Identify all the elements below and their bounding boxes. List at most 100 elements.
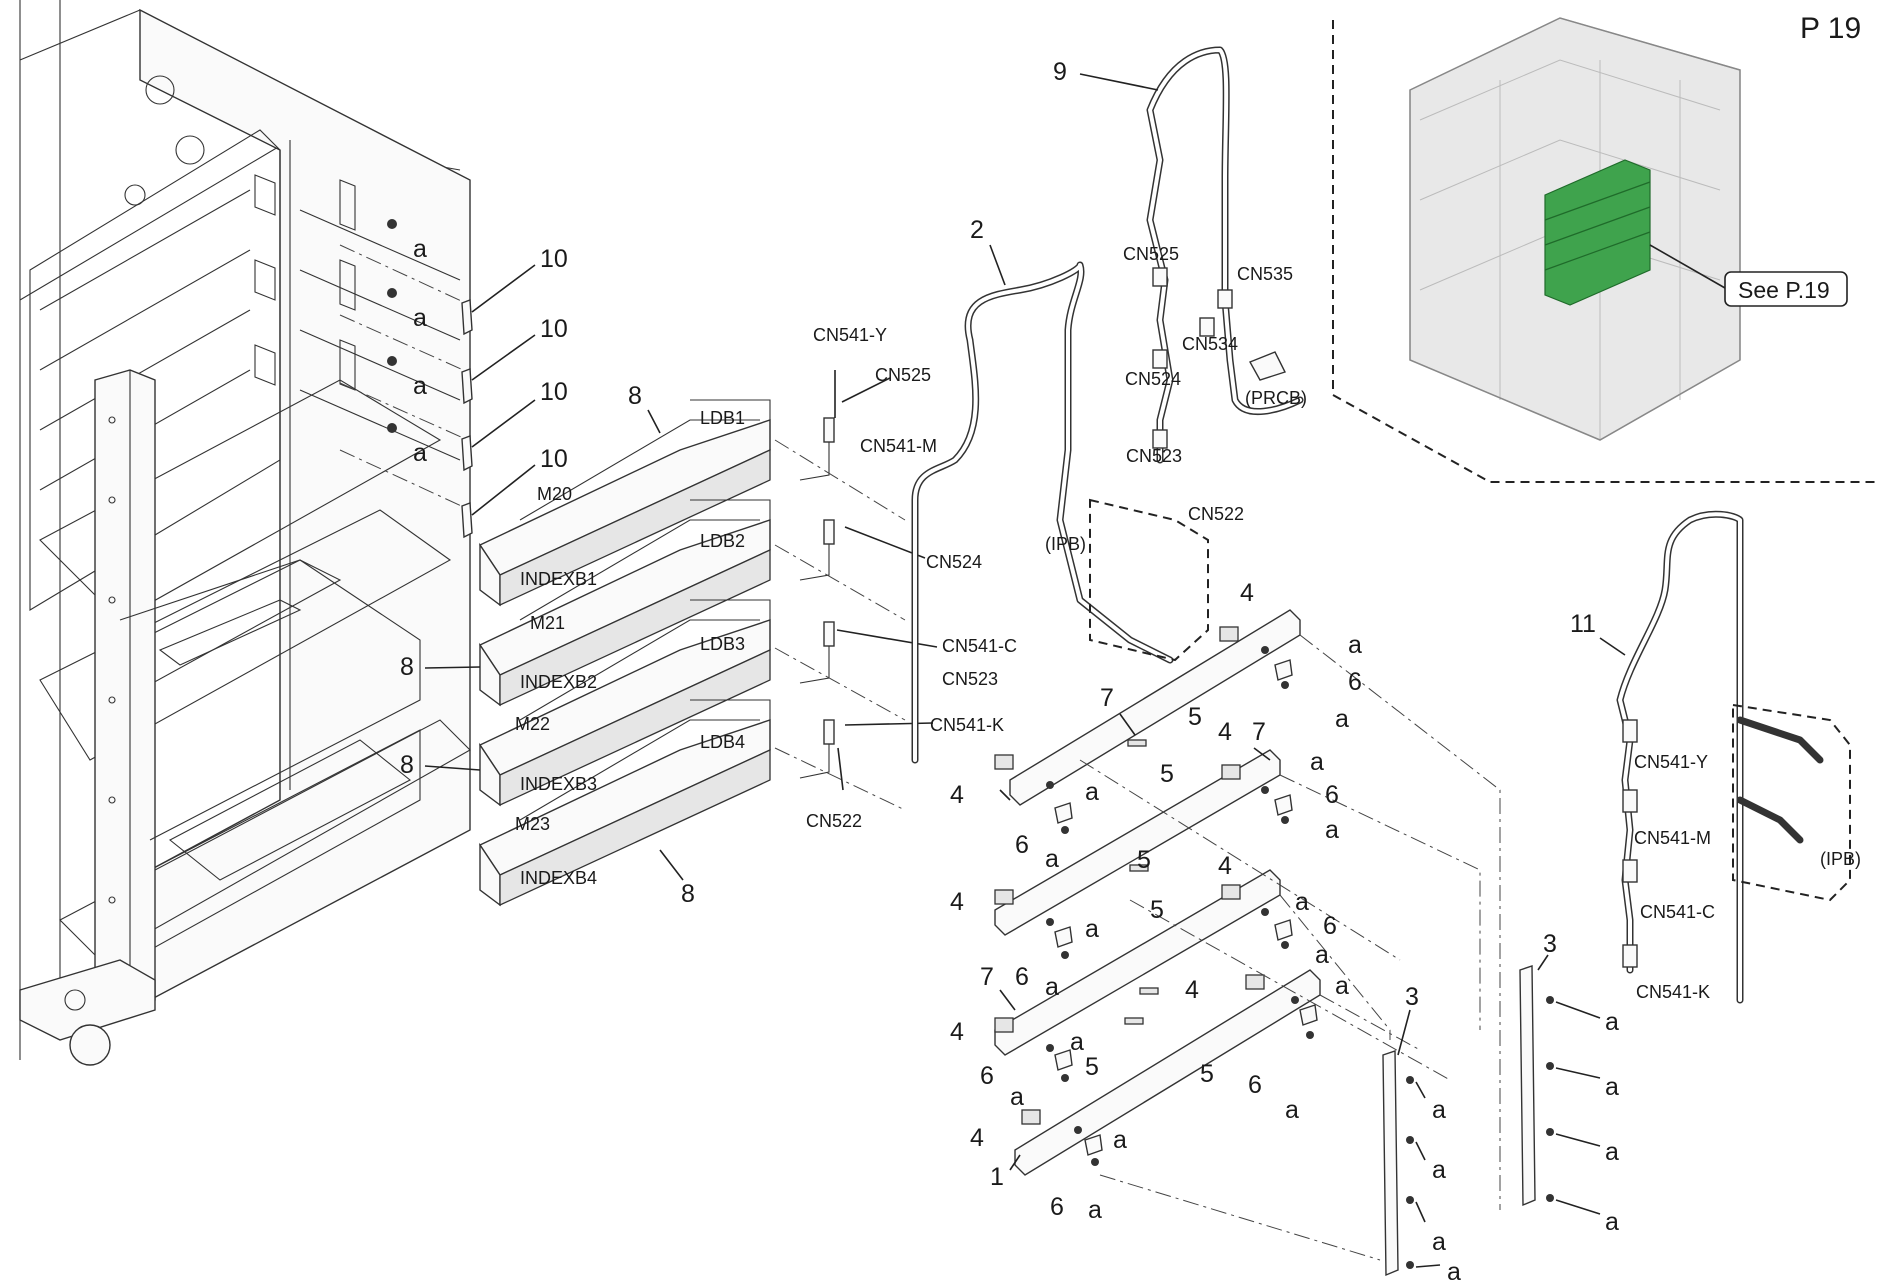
part-label-5: 5	[1085, 1053, 1099, 1081]
board-label-indexb3: INDEXB3	[520, 774, 597, 794]
part-label-4: 4	[1240, 579, 1254, 607]
screw-label-a: a	[1335, 705, 1349, 733]
write-unit-stack	[478, 399, 771, 907]
brackets-10	[461, 264, 536, 539]
connector-label-cn523: CN523	[942, 669, 998, 689]
part-label-7: 7	[980, 963, 994, 991]
screw-label-a: a	[1085, 915, 1099, 943]
screw-label-a: a	[1447, 1258, 1461, 1284]
part-label-4: 4	[950, 1018, 964, 1046]
part-label-8: 8	[681, 880, 695, 908]
inset-machine-view	[1409, 17, 1741, 441]
connector-label-cn541y: CN541-Y	[1634, 752, 1708, 772]
part-label-5: 5	[1200, 1060, 1214, 1088]
part-label-7: 7	[1252, 718, 1266, 746]
motor-label-m22: M22	[515, 714, 550, 734]
connector-label-cn524: CN524	[1125, 369, 1181, 389]
write-unit-2	[478, 499, 771, 707]
plate-screw-labels: a a a a a a a a a a a a a a a a a a a a …	[1010, 631, 1619, 1284]
screw-label-a: a	[1085, 778, 1099, 806]
screw-label-a: a	[1310, 748, 1324, 776]
part-label-6: 6	[1015, 963, 1029, 991]
screw-label-a: a	[1432, 1156, 1446, 1184]
connector-label-cn534: CN534	[1182, 334, 1238, 354]
screw-label-a: a	[1285, 1096, 1299, 1124]
part-label-4: 4	[1218, 852, 1232, 880]
write-unit-connectors	[774, 370, 938, 811]
wire-harness-11	[1616, 510, 1851, 1004]
board-label-ldb3: LDB3	[700, 634, 745, 654]
part-label-5: 5	[1188, 703, 1202, 731]
screw-label-a: a	[413, 235, 427, 263]
frame-screws	[339, 219, 471, 511]
vertical-brackets-3	[1382, 954, 1601, 1277]
part-label-6: 6	[980, 1062, 994, 1090]
screw-label-a: a	[413, 372, 427, 400]
screw-label-a: a	[1325, 816, 1339, 844]
connector-label-cn541m: CN541-M	[1634, 828, 1711, 848]
board-label-indexb1: INDEXB1	[520, 569, 597, 589]
connector-label-cn541m: CN541-M	[860, 436, 937, 456]
part-label-6: 6	[1248, 1071, 1262, 1099]
screw-label-a: a	[1315, 941, 1329, 969]
connector-label-cn524: CN524	[926, 552, 982, 572]
screw-label-a: a	[1010, 1083, 1024, 1111]
part-label-8: 8	[400, 653, 414, 681]
motor-label-m20: M20	[537, 484, 572, 504]
connector-label-prcb: (PRCB)	[1245, 388, 1307, 408]
connector-label-cn525: CN525	[875, 365, 931, 385]
part-label-5: 5	[1137, 846, 1151, 874]
part-label-3: 3	[1405, 983, 1419, 1011]
part-label-4: 4	[1185, 976, 1199, 1004]
connector-label-cn522: CN522	[1188, 504, 1244, 524]
connector-label-cn541k: CN541-K	[1636, 982, 1710, 1002]
part-label-6: 6	[1323, 912, 1337, 940]
screw-label-a: a	[413, 304, 427, 332]
wire-harness-2	[911, 261, 1209, 764]
screw-label-a: a	[1605, 1008, 1619, 1036]
inset-border	[1332, 20, 1879, 483]
screw-label-a: a	[1432, 1096, 1446, 1124]
part-label-8: 8	[400, 751, 414, 779]
connector-label-cn541k: CN541-K	[930, 715, 1004, 735]
motor-label-m21: M21	[530, 613, 565, 633]
part-label-11: 11	[1570, 610, 1596, 638]
screw-label-a: a	[1113, 1126, 1127, 1154]
highlighted-write-unit	[1544, 159, 1651, 306]
part-label-4: 4	[950, 781, 964, 809]
part-label-4: 4	[1218, 718, 1232, 746]
screw-label-a: a	[1335, 972, 1349, 1000]
part-label-6: 6	[1325, 781, 1339, 809]
connector-label-cn541y: CN541-Y	[813, 325, 887, 345]
part-label-10: 10	[540, 315, 568, 343]
part-label-5: 5	[1150, 896, 1164, 924]
board-label-indexb2: INDEXB2	[520, 672, 597, 692]
part-label-5: 5	[1160, 760, 1174, 788]
screw-label-a: a	[1295, 888, 1309, 916]
part-label-6: 6	[1015, 831, 1029, 859]
connector-label-cn541c: CN541-C	[1640, 902, 1715, 922]
connector-label-cn525: CN525	[1123, 244, 1179, 264]
page-label: P 19	[1800, 12, 1861, 45]
screw-label-a: a	[1348, 631, 1362, 659]
part-label-9: 9	[1053, 58, 1067, 86]
screw-label-a: a	[1432, 1228, 1446, 1256]
part-label-4: 4	[970, 1124, 984, 1152]
wire-harness-9	[1146, 46, 1304, 464]
write-unit-1	[478, 399, 771, 607]
write-unit-3	[478, 599, 771, 807]
harness-label-ipb: (IPB)	[1045, 534, 1086, 554]
board-label-indexb4: INDEXB4	[520, 868, 597, 888]
part-label-10: 10	[540, 378, 568, 406]
screw-label-a: a	[1605, 1208, 1619, 1236]
see-reference-label: See P.19	[1738, 277, 1830, 303]
screw-label-a: a	[1605, 1073, 1619, 1101]
board-label-ldb2: LDB2	[700, 531, 745, 551]
part-label-6: 6	[1348, 668, 1362, 696]
part-label-10: 10	[540, 445, 568, 473]
screw-label-a: a	[1045, 845, 1059, 873]
part-label-1: 1	[990, 1163, 1004, 1191]
part-label-6: 6	[1050, 1193, 1064, 1221]
part-label-4: 4	[950, 888, 964, 916]
screw-label-a: a	[1605, 1138, 1619, 1166]
